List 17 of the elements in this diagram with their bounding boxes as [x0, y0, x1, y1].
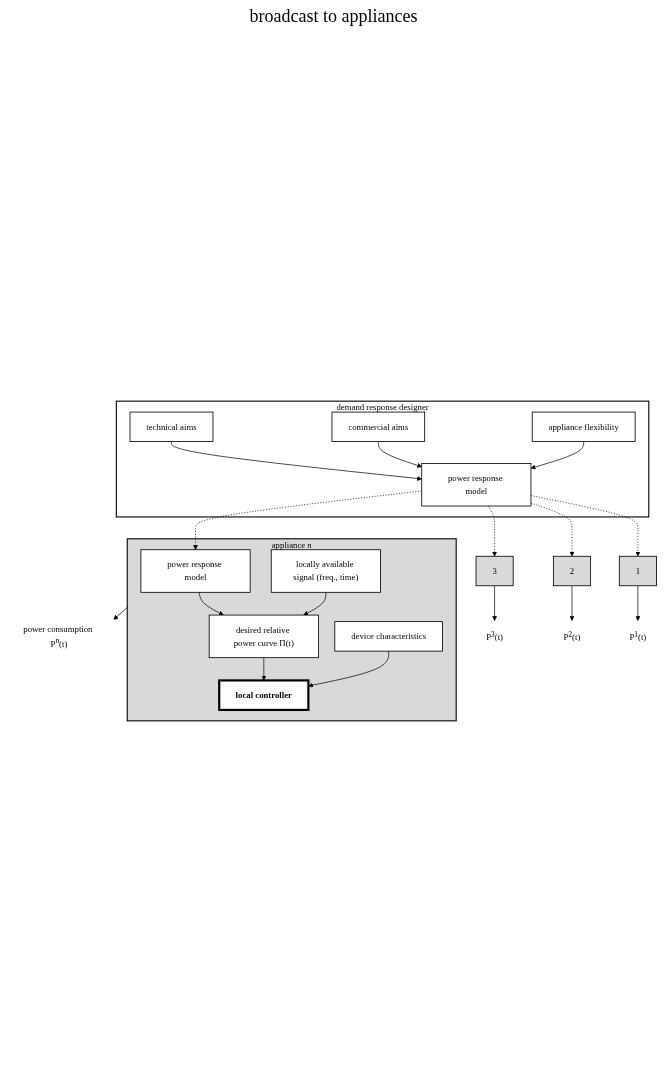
node-box: 3 — [475, 555, 514, 587]
node-box: power response model — [140, 549, 251, 593]
node-box: technical aims — [129, 411, 214, 442]
node-box: commercial aims — [331, 411, 426, 442]
node-box: locally available signal (freq., time) — [270, 549, 381, 593]
node-box: local controller — [218, 679, 310, 711]
node-box: power response model — [421, 463, 532, 507]
node-text: power consumption P$^{n}$(t) — [23, 623, 93, 649]
node-box: device characteristics — [334, 621, 443, 652]
node-box: 2 — [552, 555, 591, 587]
node-text: P$^{3}$(t) — [486, 630, 503, 642]
node-box: 1 — [618, 555, 657, 587]
node-text: P$^{2}$(t) — [563, 630, 581, 642]
node-text: P$^{1}$(t) — [629, 630, 647, 642]
node-box: desired relative power curve Π(t) — [208, 614, 319, 659]
note-text: broadcast to appliances — [249, 6, 418, 27]
node-box: appliance flexibility — [531, 411, 636, 442]
